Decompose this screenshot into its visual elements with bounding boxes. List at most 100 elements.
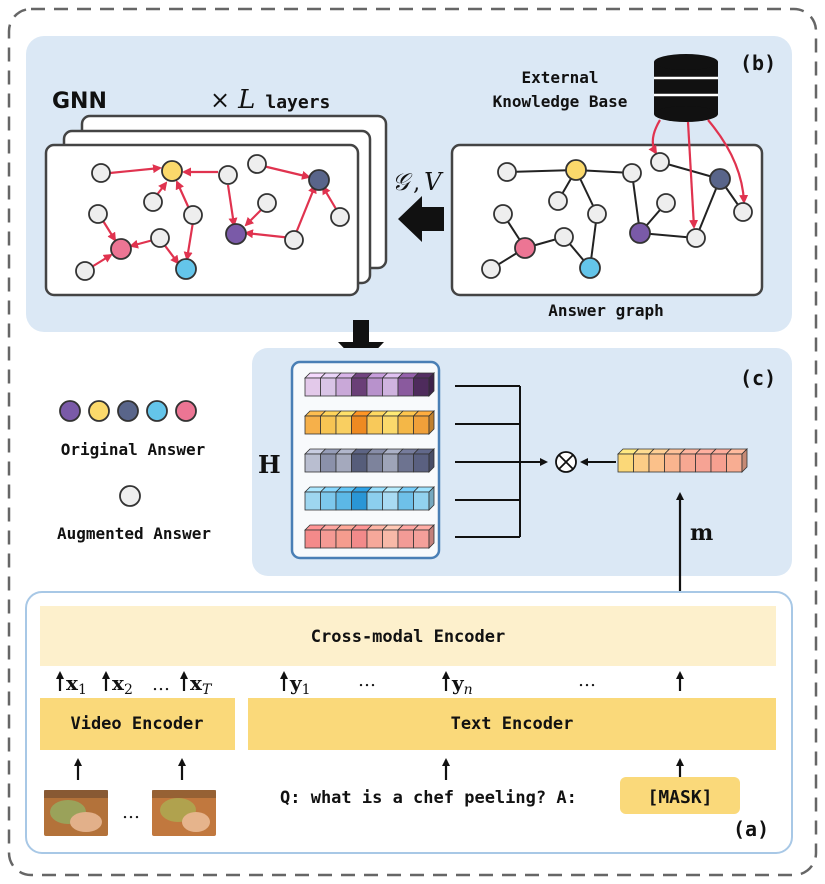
augmented-node bbox=[143, 192, 163, 212]
embedding-cell bbox=[397, 491, 414, 511]
token-x1: x1 bbox=[66, 671, 87, 698]
augmented-node bbox=[493, 204, 513, 224]
answer-graph-nodes bbox=[481, 152, 753, 279]
text-encoder-label: Text Encoder bbox=[451, 714, 574, 734]
token-ellipsis-video: … bbox=[152, 674, 170, 695]
augmented-node bbox=[733, 202, 753, 222]
embedding-cell bbox=[397, 453, 414, 473]
legend-dot-navy bbox=[117, 400, 139, 422]
answer-embedding-row bbox=[304, 372, 435, 397]
embedding-cell bbox=[320, 453, 337, 473]
embedding-cell bbox=[413, 453, 430, 473]
gnn-edge bbox=[109, 164, 162, 175]
answer-graph-label: Answer graph bbox=[548, 301, 664, 320]
original-node-pink bbox=[110, 238, 132, 260]
mask-token: [MASK] bbox=[647, 787, 712, 808]
video-encoder bbox=[40, 698, 235, 750]
original-node-yellow bbox=[161, 160, 183, 182]
mask-embedding bbox=[617, 448, 748, 473]
gnn-edge bbox=[244, 229, 293, 240]
embedding-cell bbox=[695, 453, 712, 473]
augmented-node bbox=[88, 204, 108, 224]
gnn-edge bbox=[162, 242, 180, 265]
embedding-cell bbox=[320, 377, 337, 397]
augmented-node bbox=[257, 193, 277, 213]
original-node-cyan bbox=[175, 258, 197, 280]
embedding-cell bbox=[397, 377, 414, 397]
embedding-cell-side bbox=[428, 486, 435, 511]
embedding-cell bbox=[397, 415, 414, 435]
embedding-cell-side bbox=[741, 448, 748, 473]
embedding-cell bbox=[366, 453, 383, 473]
gnn-graph-nodes bbox=[75, 154, 350, 281]
gnn-label: GNN bbox=[52, 89, 107, 114]
panel-b-label: (b) bbox=[740, 51, 776, 75]
embedding-cell bbox=[366, 491, 383, 511]
embedding-cell bbox=[351, 453, 368, 473]
text-encoder bbox=[248, 698, 776, 750]
original-node-navy bbox=[308, 169, 330, 191]
embedding-cell bbox=[335, 415, 352, 435]
embedding-cell bbox=[320, 415, 337, 435]
embedding-cell bbox=[413, 377, 430, 397]
gnn-graph-edges bbox=[89, 164, 340, 269]
embedding-cell-side bbox=[428, 372, 435, 397]
embedding-cell bbox=[617, 453, 634, 473]
gnn-edge bbox=[226, 184, 238, 227]
original-node-yellow bbox=[565, 159, 587, 181]
answer-embedding-row bbox=[304, 448, 435, 473]
embedding-cell bbox=[648, 453, 665, 473]
legend-dot-augmented bbox=[119, 485, 141, 507]
embedding-cell bbox=[335, 453, 352, 473]
external-kb-line1: External bbox=[521, 68, 598, 87]
gnn-edge bbox=[262, 164, 311, 180]
embedding-cell bbox=[413, 529, 430, 549]
external-kb-line2: Knowledge Base bbox=[493, 92, 628, 111]
augmented-node bbox=[284, 230, 304, 250]
embedding-cell bbox=[304, 529, 321, 549]
token-yn: yn bbox=[451, 671, 473, 698]
legend-original-answer: Original Answer bbox=[61, 440, 206, 459]
answer-embedding-matrix bbox=[304, 372, 435, 549]
embedding-cell bbox=[679, 453, 696, 473]
question-text: Q: what is a chef peeling? A: bbox=[280, 788, 577, 808]
gnn-edge bbox=[183, 221, 195, 261]
cross-modal-encoder-label: Cross-modal Encoder bbox=[311, 627, 505, 647]
big-arrow-left bbox=[398, 196, 444, 242]
embedding-cell-side bbox=[428, 410, 435, 435]
answer-embedding-row bbox=[304, 410, 435, 435]
augmented-node bbox=[650, 152, 670, 172]
database-icon bbox=[654, 54, 718, 122]
answer-embedding-row bbox=[304, 524, 435, 549]
embedding-cell bbox=[335, 491, 352, 511]
embedding-cell bbox=[320, 491, 337, 511]
embedding-cell bbox=[710, 453, 727, 473]
augmented-node bbox=[91, 163, 111, 183]
embedding-cell bbox=[664, 453, 681, 473]
token-xT: xT bbox=[190, 671, 213, 698]
embedding-cell bbox=[351, 529, 368, 549]
embedding-cell bbox=[397, 529, 414, 549]
dot-product-operator bbox=[555, 451, 577, 473]
augmented-node bbox=[686, 228, 706, 248]
panel-a-label: (a) bbox=[733, 817, 769, 841]
augmented-node bbox=[622, 163, 642, 183]
gnn-edge bbox=[292, 184, 317, 239]
token-x2: x2 bbox=[112, 671, 133, 698]
legend-dot-yellow bbox=[88, 400, 110, 422]
h-label: H bbox=[258, 450, 281, 479]
kb-retrieval-arrows bbox=[648, 119, 749, 229]
augmented-node bbox=[497, 162, 517, 182]
original-node-purple bbox=[629, 222, 651, 244]
video-frames-ellipsis: … bbox=[122, 802, 140, 823]
original-node-purple bbox=[225, 223, 247, 245]
cross-modal-encoder bbox=[40, 606, 776, 666]
big-arrow-down bbox=[338, 320, 384, 366]
embedding-cell bbox=[304, 415, 321, 435]
panel-a: (a) Cross-modal Encoder Video Encoder Te… bbox=[25, 591, 793, 854]
embedding-cell bbox=[320, 529, 337, 549]
embedding-cell bbox=[413, 491, 430, 511]
panel-c: (c) H m bbox=[252, 348, 792, 576]
outer-frame bbox=[7, 7, 818, 877]
